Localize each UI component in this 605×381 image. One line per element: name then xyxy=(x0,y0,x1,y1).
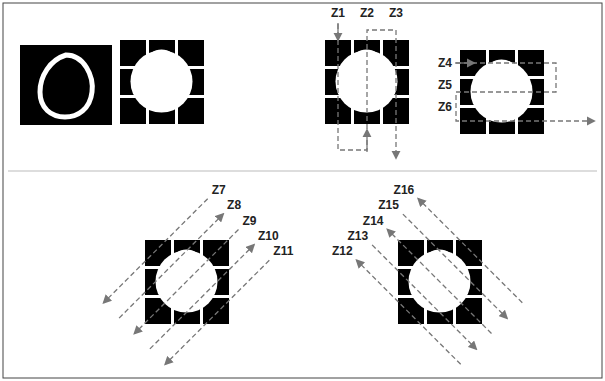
scan-label: Z13 xyxy=(346,229,369,243)
scan-label: Z3 xyxy=(388,6,404,20)
scan-label: Z9 xyxy=(242,214,258,228)
scan-path xyxy=(403,214,507,318)
scan-label: Z4 xyxy=(437,56,453,70)
scan-path xyxy=(104,199,208,303)
blob-bump xyxy=(426,250,454,270)
scan-arrow xyxy=(455,62,474,63)
scan-label: Z2 xyxy=(359,6,375,20)
scan-path xyxy=(418,199,522,303)
scan-path xyxy=(456,63,594,121)
scan-path xyxy=(135,230,239,334)
scan-label: Z7 xyxy=(211,183,227,197)
ring-image xyxy=(20,45,112,125)
scan-path xyxy=(388,230,492,334)
scan-label: Z1 xyxy=(330,6,346,20)
ring xyxy=(40,55,92,117)
scan-path xyxy=(165,260,269,364)
scan-path xyxy=(338,24,396,158)
separator xyxy=(8,171,597,172)
scan-label: Z8 xyxy=(226,198,242,212)
scan-label: Z12 xyxy=(331,244,354,258)
scan-label: Z15 xyxy=(377,198,400,212)
blob-bump xyxy=(148,50,176,70)
scan-label: Z14 xyxy=(362,214,385,228)
scan-label: Z16 xyxy=(393,183,416,197)
scan-path xyxy=(150,245,254,349)
scan-label: Z5 xyxy=(437,78,453,92)
blob-bump xyxy=(173,250,201,270)
scan-arrow xyxy=(337,23,338,40)
scan-path xyxy=(372,245,476,349)
scan-path xyxy=(119,214,223,318)
blob xyxy=(131,51,193,113)
scan-arrow xyxy=(366,130,367,152)
scan-label: Z11 xyxy=(272,244,294,258)
scan-path xyxy=(357,260,461,364)
scan-label: Z6 xyxy=(437,100,453,114)
frame xyxy=(3,3,602,378)
scan-label: Z10 xyxy=(257,229,280,243)
image-ground xyxy=(20,45,112,125)
grid-image xyxy=(120,40,204,124)
